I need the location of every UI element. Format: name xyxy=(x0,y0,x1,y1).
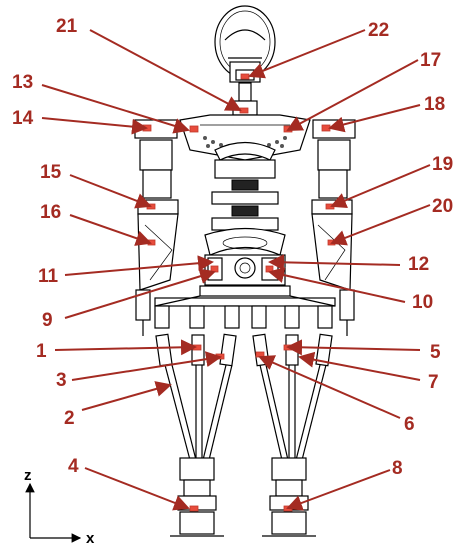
label-16: 16 xyxy=(40,202,61,223)
robot-right-foot xyxy=(262,457,316,537)
robot-shoulders xyxy=(179,114,311,161)
label-13: 13 xyxy=(12,72,33,93)
label-2: 2 xyxy=(64,408,75,429)
axis-x-label: x xyxy=(86,530,95,547)
label-9: 9 xyxy=(42,310,53,331)
label-5: 5 xyxy=(430,342,441,363)
label-20: 20 xyxy=(432,196,453,217)
axis-z-label: z xyxy=(24,467,32,484)
label-22: 22 xyxy=(368,20,389,41)
label-1: 1 xyxy=(36,341,47,362)
label-7: 7 xyxy=(428,372,439,393)
robot-head xyxy=(214,5,276,83)
coordinate-axes: z x xyxy=(24,467,95,547)
label-11: 11 xyxy=(38,266,59,287)
callout-labels: 21 22 13 17 14 18 15 19 16 20 11 12 9 10… xyxy=(12,16,453,479)
label-21: 21 xyxy=(56,16,78,37)
robot-left-foot xyxy=(170,457,224,537)
robot-neck xyxy=(232,82,258,116)
label-3: 3 xyxy=(56,370,67,391)
robot-drawing xyxy=(134,5,356,537)
label-8: 8 xyxy=(392,458,403,479)
label-17: 17 xyxy=(420,50,441,71)
label-14: 14 xyxy=(12,108,34,129)
label-6: 6 xyxy=(404,414,415,435)
label-19: 19 xyxy=(432,154,453,175)
label-18: 18 xyxy=(424,94,445,115)
label-4: 4 xyxy=(68,456,79,477)
callout-arrows xyxy=(41,29,431,511)
label-12: 12 xyxy=(408,254,429,275)
label-15: 15 xyxy=(40,162,62,183)
robot-torso xyxy=(204,159,286,256)
label-10: 10 xyxy=(412,292,433,313)
